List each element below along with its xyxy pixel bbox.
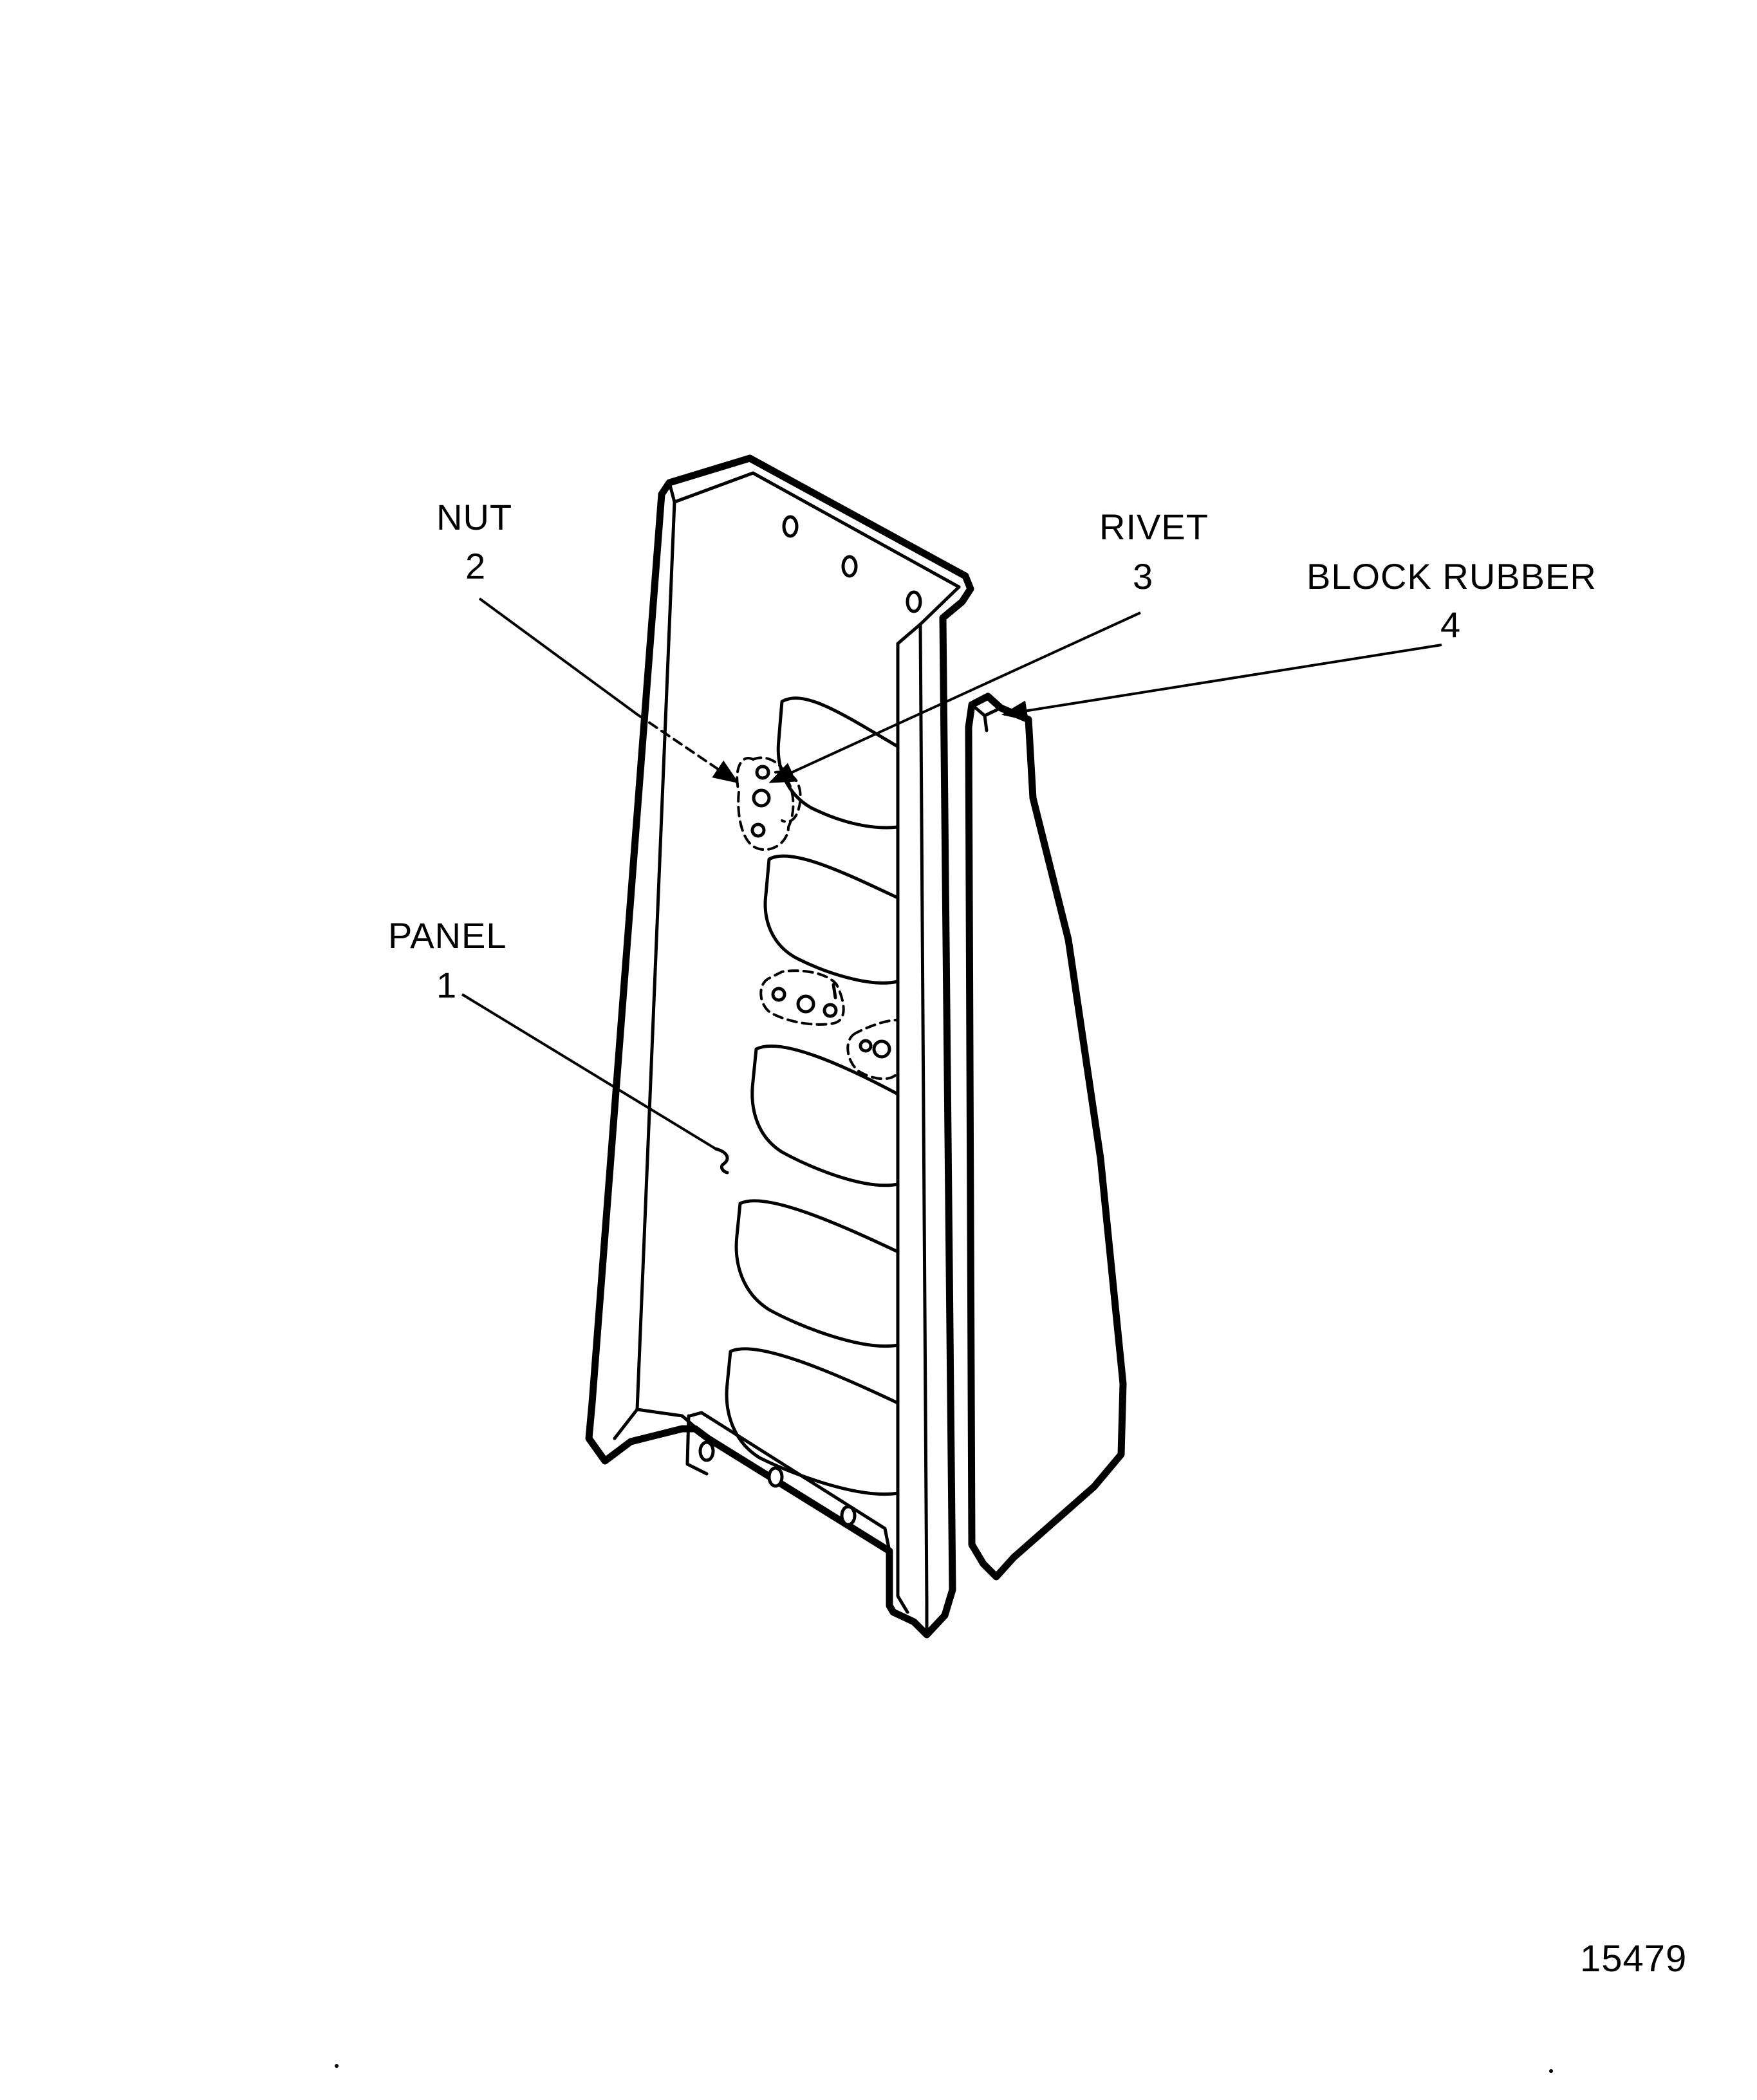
rivet-leader	[768, 611, 1141, 783]
panel-leader	[461, 993, 717, 1150]
lightening-holes	[725, 696, 900, 1496]
leader-lines	[461, 597, 1442, 1175]
panel-leader-squiggle	[714, 1147, 729, 1175]
callout-rivet-number: 3	[1133, 556, 1153, 597]
nut-leader	[478, 597, 638, 716]
callout-nut-number: 2	[465, 546, 486, 586]
callout-panel-name: PANEL	[388, 915, 507, 956]
scan-specks	[335, 2064, 1553, 2073]
panel-part	[585, 454, 974, 1639]
callout-block-rubber-number: 4	[1440, 604, 1461, 645]
figure-number: 15479	[1580, 1938, 1687, 1980]
callout-nut: NUT 2	[436, 497, 512, 586]
callout-panel-number: 1	[436, 965, 457, 1005]
nut-plate-lower	[846, 1018, 899, 1081]
block-rubber-leader	[1001, 644, 1442, 721]
callout-panel: PANEL 1	[388, 915, 507, 1005]
panel-bottom-holes	[685, 1414, 857, 1527]
callout-rivet-name: RIVET	[1099, 506, 1209, 547]
callout-nut-name: NUT	[436, 497, 512, 537]
callout-rivet: RIVET 3	[1099, 506, 1209, 597]
callout-block-rubber: BLOCK RUBBER 4	[1306, 556, 1597, 645]
panel-top-holes	[782, 515, 922, 613]
nut-leader-hidden	[636, 713, 739, 784]
block-rubber-part	[965, 692, 1127, 1581]
nut-plate-middle	[759, 969, 845, 1026]
callout-block-rubber-name: BLOCK RUBBER	[1306, 556, 1597, 597]
